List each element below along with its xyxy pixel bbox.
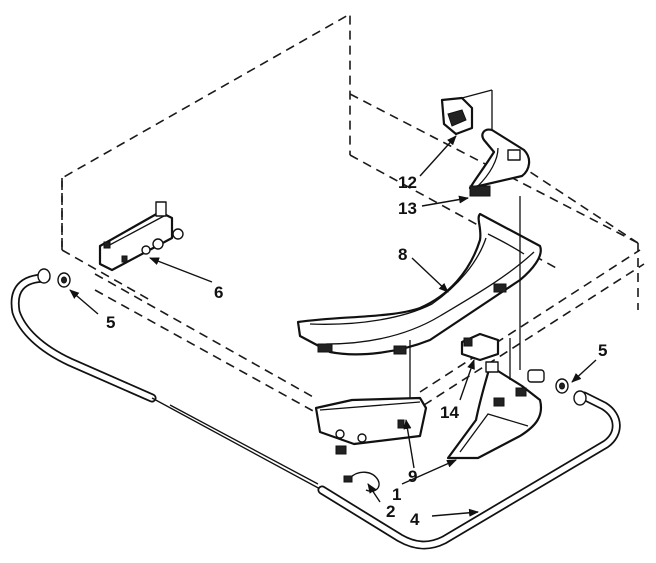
callout-labels: 5 6 8 12 13 14 9 1 2 4 5 [106, 173, 607, 529]
hose-clamp-left [37, 268, 71, 288]
spacer-part-14 [460, 332, 500, 362]
rear-bracket-part-13 [468, 128, 531, 197]
callout-14: 14 [440, 403, 459, 422]
callout-9: 9 [408, 467, 417, 486]
leader-lines [69, 135, 597, 517]
callout-8: 8 [398, 245, 407, 264]
callout-4: 4 [410, 510, 420, 529]
pump-mount-part-1 [446, 338, 543, 460]
cradle-part-8 [296, 196, 542, 408]
callout-6: 6 [214, 283, 223, 302]
hose-clamp-right [527, 369, 587, 406]
callout-5-right: 5 [598, 341, 607, 360]
callout-1: 1 [392, 485, 401, 504]
callout-13: 13 [398, 199, 417, 218]
drain-hose [10, 273, 621, 550]
callout-12: 12 [398, 173, 417, 192]
callout-2: 2 [386, 502, 395, 521]
bracket-part-6 [98, 201, 184, 272]
clip-part-2 [343, 471, 380, 492]
front-bracket-part-9 [314, 396, 428, 455]
rear-mount-part-12 [440, 89, 493, 136]
callout-5-left: 5 [106, 313, 115, 332]
